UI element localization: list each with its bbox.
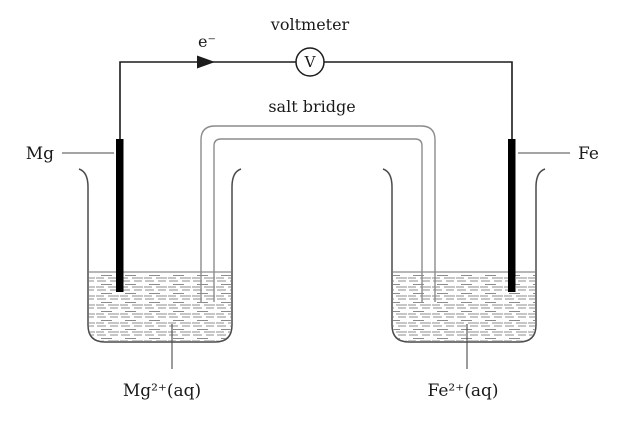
left-solution [89,272,231,341]
leader-lines [62,152,570,369]
salt-bridge-label: salt bridge [268,97,355,116]
beakers [78,168,546,343]
right-solution [393,272,535,341]
solutions [89,271,535,341]
right-solution-label: Fe²⁺(aq) [428,381,499,401]
wire-left-segment [119,61,296,142]
voltmeter-symbol: V [304,53,317,71]
left-solution-label: Mg²⁺(aq) [123,381,201,401]
salt-bridge-tube [200,125,436,302]
right-beaker [382,168,546,343]
salt-bridge-inner-wall [213,138,423,302]
electron-flow-label: e⁻ [198,32,216,51]
circuit-wires [119,61,513,142]
left-beaker [78,168,242,343]
wire-right-segment [324,61,513,142]
electron-arrow-icon [197,55,215,69]
left-electrode-bar [116,139,124,292]
salt-bridge-outer-wall [200,125,436,302]
voltmeter-label: voltmeter [270,15,350,34]
left-electrode-label: Mg [26,144,54,164]
right-electrode-bar [508,139,516,292]
right-electrode-label: Fe [578,144,599,164]
voltmeter-dial-icon [295,47,325,77]
diagram-labels: voltmeter V e⁻ salt bridge Mg Fe Mg²⁺(aq… [26,15,599,401]
